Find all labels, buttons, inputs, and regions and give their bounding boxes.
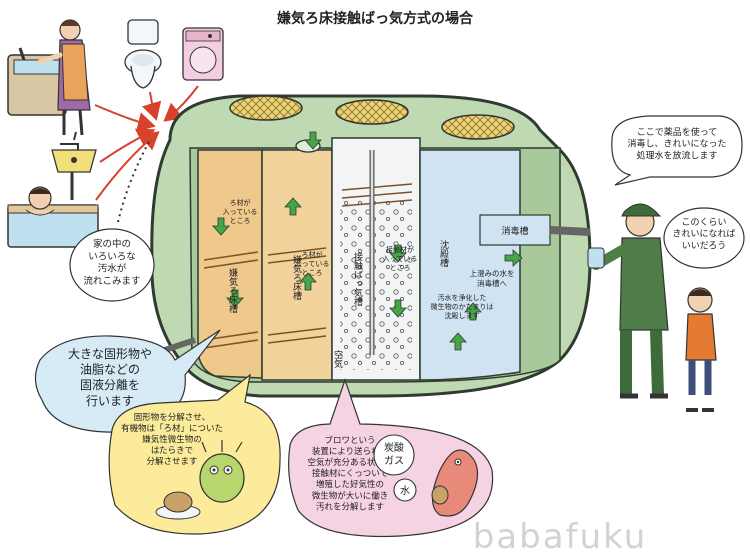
household-sources: [7, 19, 224, 248]
label-media-3: 接触材が入っているところ: [383, 245, 418, 272]
callout-anaerobic: 固形物を分解させ、有機物は「ろ材」についた嫌気性微生物のはたらきで分解させます: [108, 373, 281, 535]
aerobic-microbe-icon: [431, 449, 479, 517]
chamber-settling: [419, 149, 521, 381]
washing-machine-illustration: [182, 27, 224, 81]
label-chamber-aeration: 接触ばっ気槽: [352, 251, 363, 307]
co2-bubble: 炭酸ガス: [373, 434, 415, 476]
co2-bubble-text: 炭酸ガス: [384, 441, 404, 467]
filter-media-shelves: [203, 183, 413, 349]
toilet-illustration: [124, 19, 162, 89]
manhole-cap-2: [335, 99, 409, 125]
anaerobic-microbe-icon: [199, 440, 245, 503]
callout-household: 家の中のいろいろな汚水が流れこみます: [69, 228, 155, 302]
label-to-disinfection: 上澄みの水を消毒槽へ: [470, 268, 515, 288]
label-air: 空気: [332, 349, 343, 369]
boy-illustration: [685, 287, 717, 412]
callout-discharge: ここで薬品を使って消毒し、きれいになった処理水を放流します: [611, 115, 743, 186]
callout-discharge-text: ここで薬品を使って消毒し、きれいになった処理水を放流します: [627, 126, 726, 161]
outlet-pipe: [549, 226, 591, 236]
worker-illustration: [587, 203, 669, 399]
manhole-cap-1: [229, 95, 303, 121]
callout-boy: このくらいきれいになればいいだろう: [663, 207, 745, 269]
bathtub-illustration: [7, 186, 99, 248]
label-chamber-anaerobic-2: 嫌気ろ床槽: [291, 254, 302, 301]
septic-tank: 嫌気ろ床槽 嫌気ろ床槽 接触ばっ気槽 沈殿槽 消毒槽 空気 ろ材が入っているとこ…: [119, 94, 592, 398]
diagram-title: 嫌気ろ床接触ばっ気方式の場合: [277, 10, 474, 27]
callout-aerobic: ブロワという装置により送られる空気が充分ある状態で接触材にくっついて増殖した好気…: [288, 378, 494, 538]
inflow-dotted-line: [117, 139, 151, 223]
flow-arrows: [212, 131, 523, 351]
label-settling-note: 汚水を浄化した微生物のかたまりは沈殿します: [431, 293, 494, 320]
washbasin-illustration: [51, 131, 97, 200]
inflow-arrows: [94, 85, 199, 201]
water-bubble-text: 水: [400, 485, 410, 497]
callout-boy-text: このくらいきれいになればいいだろう: [672, 217, 735, 251]
callout-household-text: 家の中のいろいろな汚水が流れこみます: [83, 238, 140, 287]
label-chamber-disinfection: 消毒槽: [501, 225, 528, 237]
sink-illustration: [7, 19, 91, 136]
water-bubble: 水: [393, 478, 417, 502]
label-chamber-anaerobic-1: 嫌気ろ床槽: [227, 267, 238, 314]
callout-separation-text: 大きな固形物や油脂などの固液分離を行います: [68, 347, 152, 408]
label-media-2: ろ材が入っているところ: [295, 250, 330, 277]
watermark: babafuku: [473, 517, 648, 557]
label-chamber-settling: 沈殿槽: [438, 239, 449, 268]
manhole-cap-3: [441, 114, 515, 140]
label-media-1: ろ材が入っているところ: [223, 198, 258, 225]
callout-aerobic-text: ブロワという装置により送られる空気が充分ある状態で接触材にくっついて増殖した好気…: [307, 435, 392, 512]
sludge-icon: [155, 491, 201, 520]
callout-anaerobic-text: 固形物を分解させ、有機物は「ろ材」についた嫌気性微生物のはたらきで分解させます: [121, 412, 223, 467]
